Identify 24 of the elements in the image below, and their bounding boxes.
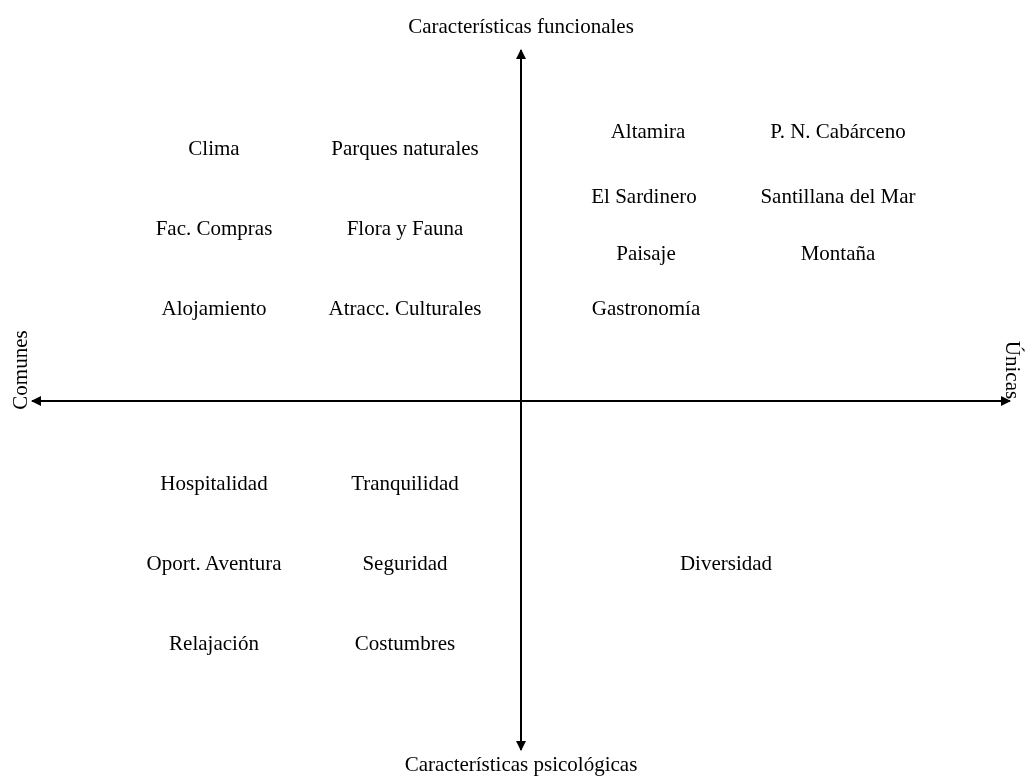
attribute-label: Alojamiento (161, 297, 267, 319)
attribute-label: P. N. Cabárceno (770, 120, 906, 142)
attribute-label: Paisaje (616, 242, 676, 264)
attribute-label: Parques naturales (331, 137, 479, 159)
attribute-label: Altamira (610, 120, 686, 142)
axis-title: Características funcionales (408, 15, 634, 37)
axis-title: Características psicológicas (404, 753, 638, 775)
axis-title: Comunes (9, 330, 31, 410)
attribute-label: Flora y Fauna (346, 217, 464, 239)
attribute-label: Montaña (800, 242, 876, 264)
attribute-label: Oport. Aventura (146, 552, 282, 574)
attribute-label: Costumbres (354, 632, 456, 654)
attribute-label: Diversidad (679, 552, 773, 574)
attribute-label: Atracc. Culturales (328, 297, 482, 319)
attribute-label: Clima (188, 137, 240, 159)
attribute-label: Fac. Compras (155, 217, 273, 239)
attribute-label: Santillana del Mar (760, 185, 916, 207)
attribute-label: Hospitalidad (160, 472, 268, 494)
attribute-label: Gastronomía (591, 297, 701, 319)
attribute-label: Relajación (169, 632, 259, 654)
axis-title: Únicas (1001, 340, 1023, 400)
attribute-label: Tranquilidad (351, 472, 459, 494)
attribute-label: Seguridad (362, 552, 448, 574)
attribute-label: El Sardinero (591, 185, 697, 207)
